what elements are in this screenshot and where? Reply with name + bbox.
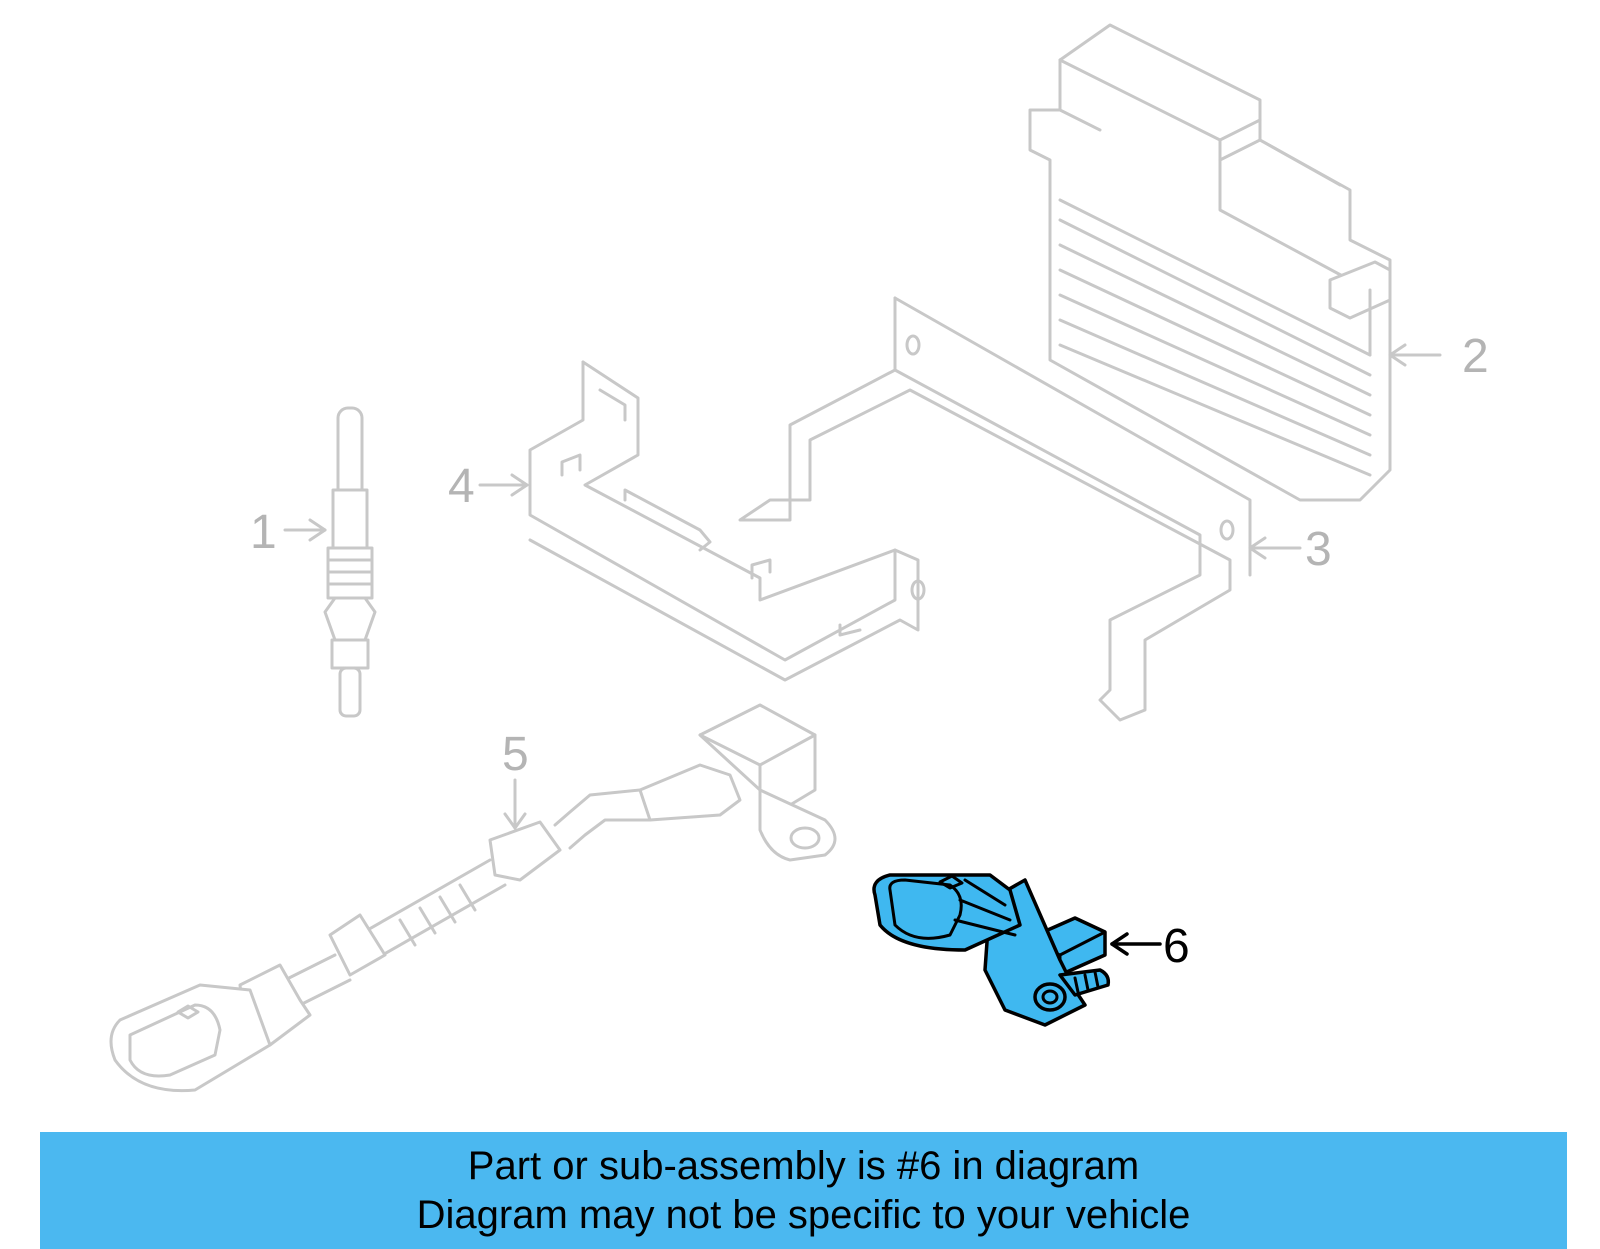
part-4-bracket bbox=[478, 360, 926, 682]
part-2-control-module bbox=[1028, 23, 1442, 502]
banner-line-part: Part or sub-assembly is #6 in diagram bbox=[467, 1144, 1140, 1188]
part-1-glow-plug bbox=[283, 406, 377, 718]
callout-6: 6 bbox=[1163, 920, 1190, 973]
info-banner: Part or sub-assembly is #6 in diagram Di… bbox=[40, 1132, 1567, 1249]
banner-line-disclaimer: Diagram may not be specific to your vehi… bbox=[416, 1193, 1191, 1237]
callout-1: 1 bbox=[250, 506, 277, 559]
callout-4: 4 bbox=[448, 460, 475, 513]
callout-5: 5 bbox=[502, 728, 529, 781]
part-3-bracket bbox=[738, 296, 1302, 722]
part-5-sensor-harness bbox=[109, 703, 837, 1093]
part-6-position-sensor bbox=[872, 873, 1162, 1027]
callout-3: 3 bbox=[1305, 523, 1332, 576]
parts-diagram: 2 3 4 1 bbox=[109, 23, 1489, 1093]
callout-2: 2 bbox=[1462, 330, 1489, 383]
